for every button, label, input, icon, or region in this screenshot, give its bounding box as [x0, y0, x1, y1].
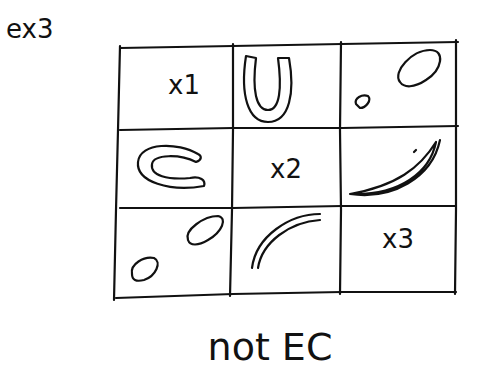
- arc: [252, 214, 320, 268]
- oval: [356, 95, 370, 108]
- grid-line: [114, 46, 120, 300]
- grid-line: [120, 206, 456, 208]
- variable-label: x2: [270, 156, 302, 182]
- oval: [187, 216, 222, 245]
- heading-label: ex3: [6, 16, 53, 42]
- variable-label: x1: [168, 72, 200, 98]
- grid-line: [120, 42, 458, 48]
- grid-line: [455, 40, 456, 294]
- grid-line: [116, 292, 456, 298]
- grid-line: [120, 126, 458, 130]
- dot: [414, 150, 416, 152]
- grid-line: [230, 44, 233, 296]
- grid-line: [340, 42, 341, 294]
- oval: [398, 50, 440, 86]
- u-shape: [244, 56, 291, 122]
- oval: [132, 258, 158, 281]
- caption: not EC: [208, 328, 333, 366]
- crescent: [350, 140, 440, 195]
- c-shape: [138, 146, 204, 188]
- variable-label: x3: [382, 226, 414, 252]
